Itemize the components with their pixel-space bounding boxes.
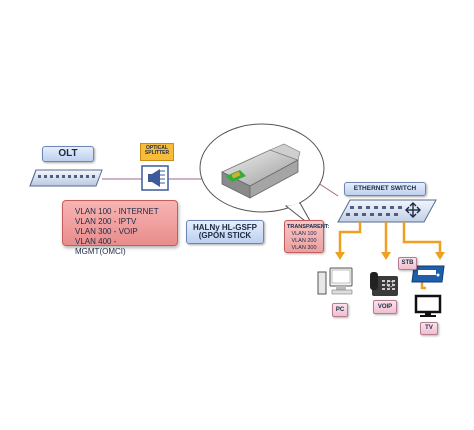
transparent-title: TRANSPARENT: [287, 224, 330, 230]
gpon-stick-label: HALNy HL-GSFP (GPON STICK [186, 220, 264, 244]
pc-icon [317, 267, 353, 295]
switch-arrows-icon [405, 202, 421, 218]
ethernet-connectors [338, 222, 442, 290]
stb-icon [411, 265, 445, 283]
ethernet-switch-device [337, 199, 437, 223]
olt-device [29, 169, 103, 187]
stick-label-line2: (GPON STICK [198, 231, 252, 241]
optical-splitter-label: OPTICAL SPLITTER [140, 143, 174, 161]
transparent-vlan-item: VLAN 100 [291, 231, 317, 237]
olt-label: OLT [42, 146, 94, 162]
splitter-label-line1: OPTICAL [146, 145, 168, 151]
tv-label: TV [420, 322, 438, 335]
vlan-item: VLAN 300 - VOIP [75, 227, 138, 236]
transparent-vlan-item: VLAN 300 [291, 245, 317, 251]
transparent-vlan-box: TRANSPARENT: VLAN 100 VLAN 200 VLAN 300 [284, 220, 330, 253]
vlan-item: VLAN 200 - IPTV [75, 217, 137, 226]
optical-splitter-icon [141, 165, 169, 191]
voip-phone-icon [370, 272, 398, 296]
pc-label: PC [332, 303, 348, 317]
voip-label: VOIP [373, 300, 397, 314]
vlan-item: VLAN 400 - MGMT(OMCI) [75, 237, 126, 256]
tv-icon [414, 294, 442, 317]
transparent-vlan-item: VLAN 200 [291, 238, 317, 244]
stb-label: STB [398, 257, 417, 270]
connector-arrowheads [335, 252, 445, 260]
splitter-label-line2: SPLITTER [144, 150, 170, 157]
vlan-item: VLAN 100 - INTERNET [75, 207, 159, 216]
stick-label-line1: HALNy HL-GSFP [193, 223, 257, 232]
vlan-list-box: VLAN 100 - INTERNET VLAN 200 - IPTV VLAN… [62, 200, 178, 256]
ethernet-switch-label: ETHERNET SWITCH [344, 182, 426, 196]
gpon-stick-image [221, 143, 301, 199]
